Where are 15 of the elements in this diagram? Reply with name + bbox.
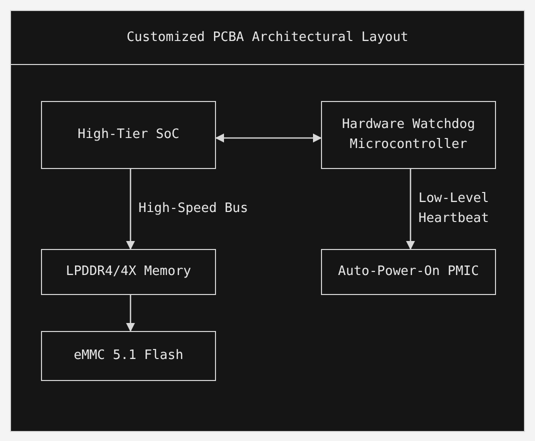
connector-arrow — [215, 133, 322, 143]
diagram-title: Customized PCBA Architectural Layout — [126, 28, 408, 47]
component-box — [41, 331, 216, 381]
component-label: High-Tier SoC — [78, 126, 180, 144]
component-box — [41, 101, 216, 169]
component-label: LPDDR4/4X Memory — [66, 263, 192, 281]
component-label: eMMC 5.1 Flash — [74, 347, 184, 365]
connector-arrow — [126, 295, 136, 332]
component-label: Auto-Power-On PMIC — [338, 263, 479, 281]
component-box — [321, 101, 496, 169]
component-box — [321, 249, 496, 295]
component-label: Hardware Watchdog Microcontroller — [340, 116, 476, 154]
component-box — [41, 249, 216, 295]
connector-arrow — [406, 169, 416, 250]
connector-arrow — [126, 169, 136, 250]
